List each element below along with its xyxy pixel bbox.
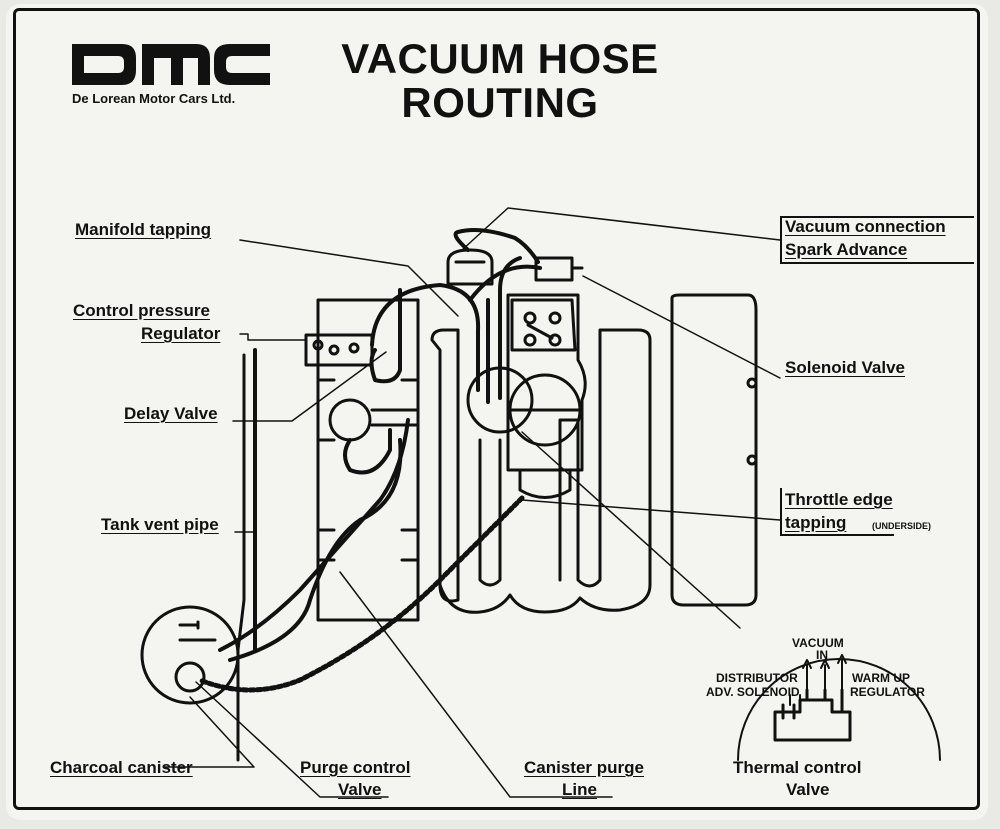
title-line-2: ROUTING [401,79,599,126]
label-thermal-control: Thermal control [733,758,862,777]
plate-border [13,8,980,810]
label-canister-purge: Canister purge [524,758,644,777]
vacuum-connection-box [780,216,974,264]
control-pressure-regulator [304,333,374,367]
label-purge-control: Purge control [300,758,411,777]
label-regulator: Regulator [141,324,221,343]
company-name: De Lorean Motor Cars Ltd. [72,91,236,106]
hatched-purge-line [197,495,525,693]
label-delay-valve: Delay Valve [124,404,218,423]
label-thermal-valve: Valve [786,780,830,799]
intake-dome [446,248,494,286]
left-cylinder-head [316,298,420,622]
inset-distributor: DISTRIBUTOR [716,671,798,685]
label-tank-vent-pipe: Tank vent pipe [101,515,219,534]
leader-lines [163,207,781,798]
thermal-valve-inset [737,654,941,761]
title-line-1: VACUUM HOSE [341,35,659,82]
label-spark-advance: Spark Advance [785,240,908,259]
label-solenoid-valve: Solenoid Valve [785,358,905,377]
label-canister-line: Line [562,780,597,799]
throttle-edge-box [780,488,894,536]
label-manifold-tapping: Manifold tapping [75,220,211,239]
vacuum-hoses [218,228,542,662]
label-tapping: tapping [785,513,847,532]
inset-warm-up: WARM UP [852,671,910,685]
solenoid-valve [534,256,584,282]
inset-regulator: REGULATOR [850,685,925,699]
inset-vacuum: VACUUM [792,636,844,650]
dmc-logo [72,44,270,85]
label-vacuum-connection: Vacuum connection [785,217,946,236]
label-throttle-edge: Throttle edge [785,490,893,509]
right-cylinder-head [670,293,758,607]
engine-block [430,293,652,614]
charcoal-canister-body [140,353,246,762]
label-charcoal-canister: Charcoal canister [50,758,193,777]
label-purge-valve: Valve [338,780,382,799]
label-underside: (UNDERSIDE) [872,521,932,531]
inset-in: IN [816,648,828,662]
distributor-cap [510,298,577,352]
label-control-pressure: Control pressure [73,301,210,320]
inset-adv-solenoid: ADV. SOLENOID [706,685,800,699]
